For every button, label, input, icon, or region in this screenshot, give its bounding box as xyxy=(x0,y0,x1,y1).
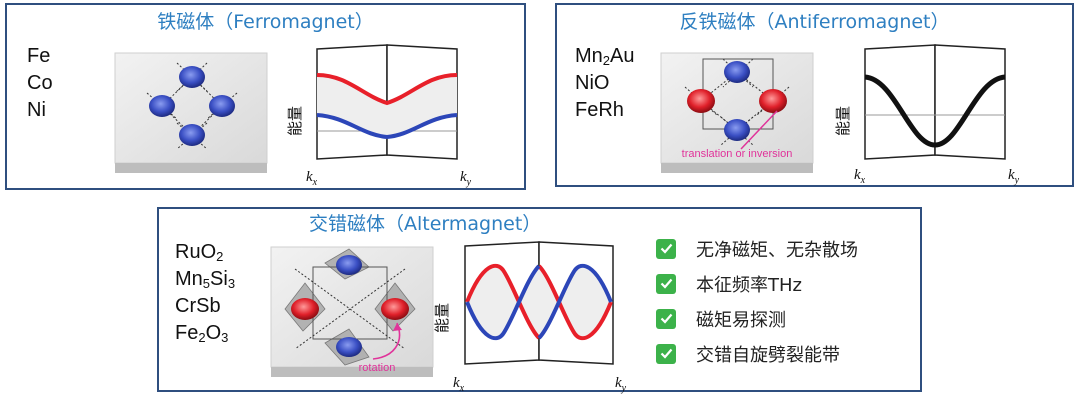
ky-label: ky xyxy=(460,169,472,188)
material-mn2au: Mn2Au xyxy=(575,45,635,68)
antiferromagnet-band-diagram: 能量 kx ky xyxy=(834,44,1020,186)
spin-down-atom xyxy=(336,337,362,357)
material-ni: Ni xyxy=(27,99,46,121)
spin-down-atom xyxy=(209,95,235,117)
spin-up-atom xyxy=(759,89,787,113)
slab-side xyxy=(271,367,433,377)
spin-down-band xyxy=(316,113,458,140)
material-ferh: FeRh xyxy=(575,99,624,121)
altermagnet-materials: RuO2 Mn5Si3 CrSb Fe2O3 xyxy=(175,239,235,347)
energy-axis-label: 能量 xyxy=(286,106,304,136)
spin-down-atom xyxy=(336,255,362,275)
spin-up-band xyxy=(537,264,613,341)
slab-side xyxy=(661,163,813,173)
rotation-annotation: rotation xyxy=(359,362,396,374)
spin-up-atom xyxy=(291,298,319,320)
spin-up-atom xyxy=(381,298,409,320)
altermagnet-band-diagram: 能量 kx ky xyxy=(433,241,627,394)
material-fe2o3: Fe2O3 xyxy=(175,322,229,345)
annotation-pointer xyxy=(740,110,778,150)
material-ruo2: RuO2 xyxy=(175,241,224,264)
antiferromagnet-panel: 反铁磁体（Antiferromagnet） Mn2Au NiO FeRh tra… xyxy=(555,3,1074,187)
ferromagnet-crystal-illustration xyxy=(114,52,268,173)
spin-down-atom xyxy=(179,124,205,146)
kx-label: kx xyxy=(306,169,318,188)
spin-down-band xyxy=(537,263,613,340)
ferromagnet-band-diagram: 能量 kx ky xyxy=(286,44,472,188)
material-co: Co xyxy=(27,72,53,94)
energy-axis-label: 能量 xyxy=(834,106,852,136)
kx-label: kx xyxy=(453,375,465,394)
rotation-arrowhead xyxy=(393,323,402,331)
feature-text: 交错自旋劈裂能带 xyxy=(696,344,840,366)
translation-annotation: translation or inversion xyxy=(682,148,793,160)
altermagnet-crystal-illustration: rotation xyxy=(270,246,434,377)
ferromagnet-panel: 铁磁体（Ferromagnet） Fe Co Ni xyxy=(5,3,526,190)
spin-down-atom xyxy=(149,95,175,117)
checkmark-icon xyxy=(656,308,676,329)
checkmark-icon xyxy=(656,343,676,364)
feature-list: 无净磁矩、无杂散场 本征频率THz 磁矩易探测 交错自旋劈裂能带 xyxy=(656,231,858,371)
checkmark-icon xyxy=(656,238,676,259)
material-fe: Fe xyxy=(27,45,51,67)
spin-down-band xyxy=(465,264,541,341)
material-nio: NiO xyxy=(575,72,610,94)
feature-text: 本征频率THz xyxy=(696,274,802,296)
feature-text: 磁矩易探测 xyxy=(696,309,786,331)
feature-item: 磁矩易探测 xyxy=(656,301,858,336)
antiferromagnet-materials: Mn2Au NiO FeRh xyxy=(575,43,635,124)
spin-down-atom xyxy=(724,119,750,141)
material-mn5si3: Mn5Si3 xyxy=(175,268,236,291)
energy-axis-label: 能量 xyxy=(433,303,451,333)
spin-down-atom xyxy=(724,61,750,83)
checkmark-icon xyxy=(656,273,676,294)
spin-down-atom xyxy=(179,66,205,88)
feature-item: 交错自旋劈裂能带 xyxy=(656,336,858,371)
material-crsb: CrSb xyxy=(175,295,221,317)
antiferromagnet-title: 反铁磁体（Antiferromagnet） xyxy=(679,11,950,33)
ferromagnet-materials: Fe Co Ni xyxy=(27,43,53,124)
ferromagnet-title: 铁磁体（Ferromagnet） xyxy=(157,11,374,33)
kx-label: kx xyxy=(854,167,866,186)
degenerate-band xyxy=(864,74,1006,148)
feature-text: 无净磁矩、无杂散场 xyxy=(696,239,858,261)
slab-side xyxy=(115,163,267,173)
spin-up-atom xyxy=(687,89,715,113)
feature-item: 无净磁矩、无杂散场 xyxy=(656,231,858,266)
spin-up-band xyxy=(465,263,541,340)
band-fill xyxy=(467,265,611,339)
ky-label: ky xyxy=(1008,167,1020,186)
band-fill xyxy=(317,75,457,137)
antiferromagnet-crystal-illustration: translation or inversion xyxy=(660,52,814,173)
lattice-lines xyxy=(294,268,406,350)
altermagnet-title: 交错磁体（Altermagnet） xyxy=(309,213,542,235)
feature-item: 本征频率THz xyxy=(656,266,858,301)
spin-up-band xyxy=(316,73,458,106)
ky-label: ky xyxy=(615,375,627,394)
altermagnet-panel: 交错磁体（Altermagnet） RuO2 Mn5Si3 CrSb Fe2O3… xyxy=(157,207,922,394)
